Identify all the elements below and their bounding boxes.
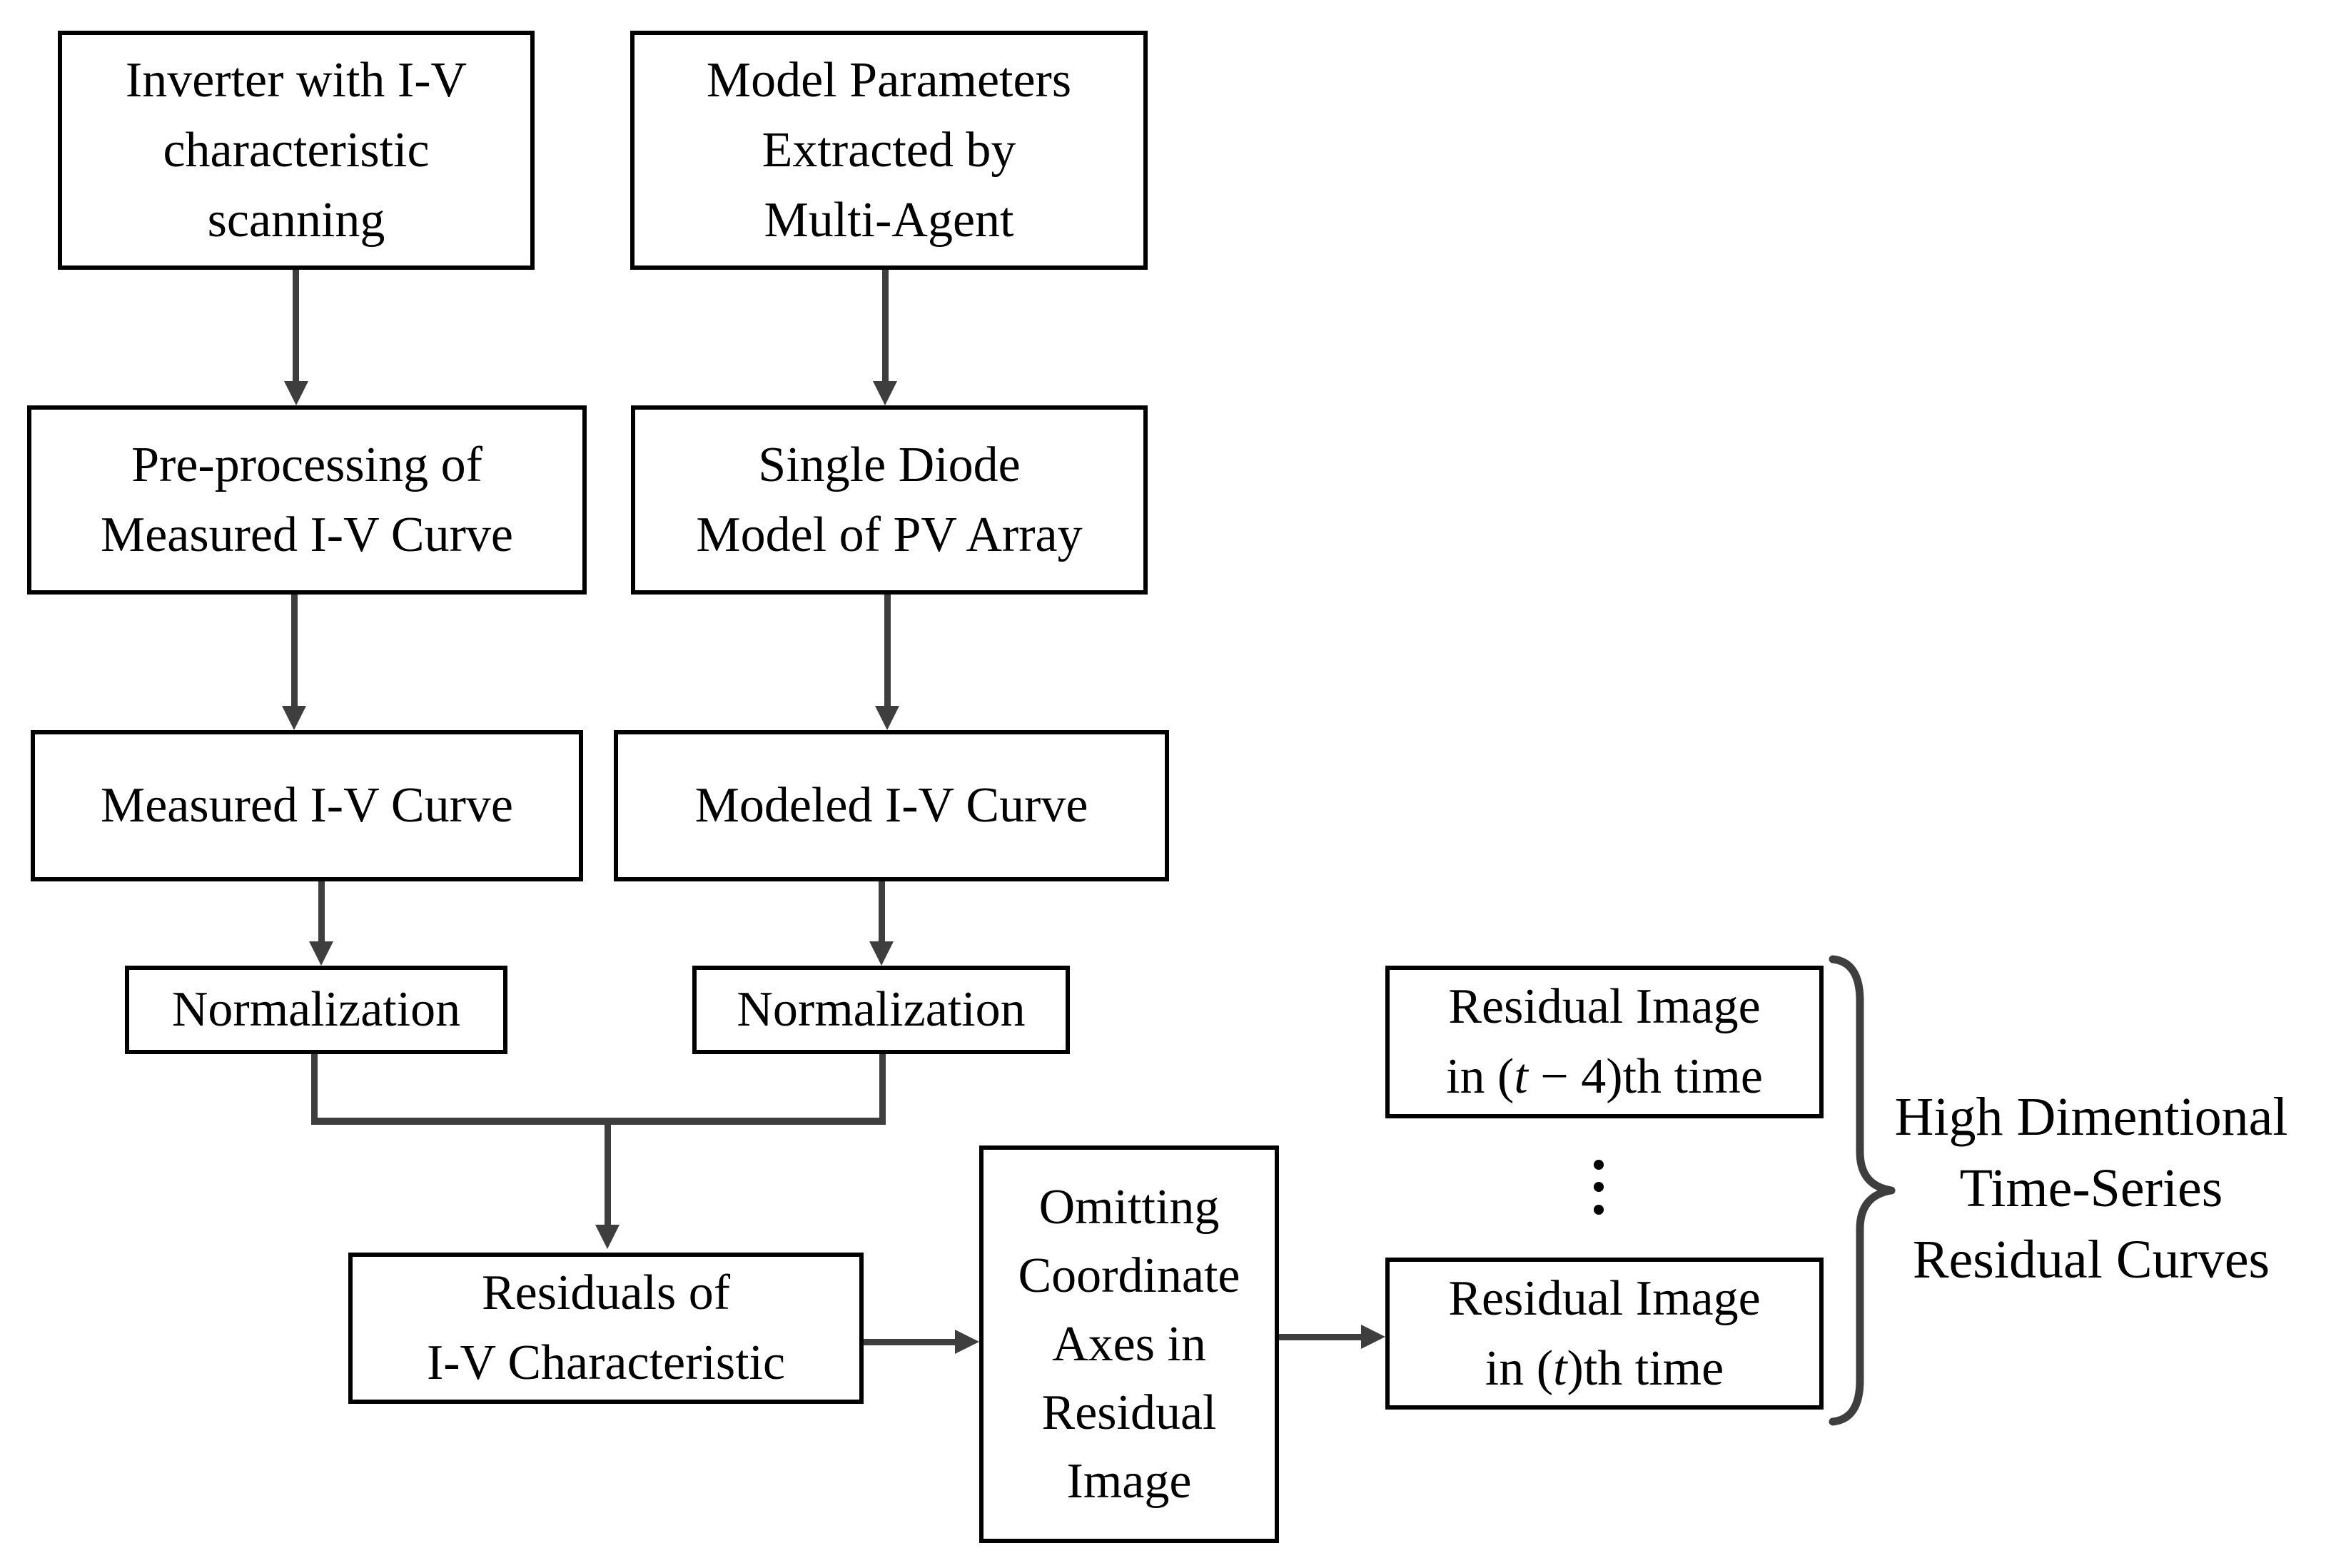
box-line: Residual bbox=[1041, 1385, 1217, 1440]
box-line: in (t)th time bbox=[1485, 1334, 1724, 1404]
box-line: Model Parameters bbox=[706, 52, 1072, 108]
arrow-diode-to-modeled-shaft bbox=[884, 595, 891, 707]
arrow-params-to-diode-shaft bbox=[882, 270, 889, 383]
merge-connector-horizontal bbox=[311, 1118, 886, 1125]
box-line: Residuals of bbox=[481, 1265, 731, 1320]
arrow-residuals-to-omitting-head bbox=[955, 1330, 979, 1354]
box-line: Measured I-V Curve bbox=[101, 778, 513, 833]
arrow-merge-to-residuals-head bbox=[595, 1225, 620, 1249]
box-residuals: Residuals of I-V Characteristic bbox=[348, 1253, 864, 1404]
box-line: Single Diode bbox=[758, 437, 1021, 492]
box-inverter-scanning: Inverter with I-V characteristic scannin… bbox=[58, 31, 535, 270]
time-variable: t bbox=[1514, 1049, 1528, 1104]
box-line: Pre-processing of bbox=[131, 437, 482, 492]
right-brace bbox=[1829, 955, 1896, 1426]
arrow-params-to-diode-head bbox=[873, 381, 897, 405]
box-model-parameters: Model Parameters Extracted by Multi-Agen… bbox=[630, 31, 1148, 270]
box-line: in (t − 4)th time bbox=[1446, 1042, 1763, 1112]
box-line: I-V Characteristic bbox=[426, 1335, 786, 1390]
box-line: Omitting bbox=[1038, 1179, 1220, 1235]
box-measured-curve: Measured I-V Curve bbox=[31, 730, 583, 881]
box-line: Image bbox=[1066, 1453, 1192, 1509]
box-single-diode: Single Diode Model of PV Array bbox=[631, 405, 1148, 595]
merge-connector-right-drop bbox=[879, 1054, 886, 1124]
box-line: Inverter with I-V bbox=[125, 52, 467, 108]
vertical-ellipsis-icon bbox=[1594, 1182, 1604, 1192]
merge-connector-left-drop bbox=[311, 1054, 318, 1124]
label-line: Residual Curves bbox=[1912, 1230, 2270, 1290]
box-normalization-left: Normalization bbox=[125, 966, 507, 1054]
arrow-merge-to-residuals-shaft bbox=[605, 1125, 611, 1226]
box-omitting-axes: Omitting Coordinate Axes in Residual Ima… bbox=[979, 1145, 1279, 1543]
formula-text: in ( bbox=[1446, 1049, 1515, 1104]
box-modeled-curve: Modeled I-V Curve bbox=[614, 730, 1169, 881]
time-variable: t bbox=[1553, 1340, 1567, 1396]
arrow-inverter-to-preprocessing-shaft bbox=[293, 270, 299, 383]
arrow-preprocessing-to-measured-head bbox=[282, 706, 306, 730]
label-line: Time-Series bbox=[1959, 1158, 2223, 1218]
formula-text: )th time bbox=[1567, 1340, 1724, 1396]
box-residual-image-t4: Residual Image in (t − 4)th time bbox=[1385, 966, 1824, 1118]
arrow-preprocessing-to-measured-shaft bbox=[291, 595, 298, 707]
box-line: Coordinate bbox=[1018, 1248, 1240, 1303]
box-normalization-right: Normalization bbox=[692, 966, 1070, 1054]
box-residual-image-t: Residual Image in (t)th time bbox=[1385, 1258, 1824, 1410]
box-line: Modeled I-V Curve bbox=[694, 778, 1088, 833]
arrow-measured-to-normalization-shaft bbox=[318, 881, 325, 943]
box-line: scanning bbox=[207, 192, 385, 248]
box-line: Measured I-V Curve bbox=[101, 507, 513, 562]
box-line: Residual Image bbox=[1448, 979, 1761, 1034]
box-line: characteristic bbox=[163, 122, 430, 178]
high-dimensional-label: High Dimentional Time-Series Residual Cu… bbox=[1856, 1081, 2327, 1295]
box-line: Normalization bbox=[171, 982, 461, 1037]
arrow-residuals-to-omitting-shaft bbox=[864, 1339, 956, 1345]
arrow-diode-to-modeled-head bbox=[875, 706, 899, 730]
arrow-omitting-to-residual-image-head bbox=[1361, 1325, 1385, 1349]
arrow-inverter-to-preprocessing-head bbox=[284, 381, 308, 405]
arrow-modeled-to-normalization-head bbox=[869, 941, 894, 966]
box-line: Axes in bbox=[1052, 1316, 1206, 1372]
vertical-ellipsis-icon bbox=[1594, 1160, 1604, 1170]
box-line: Extracted by bbox=[762, 122, 1016, 178]
arrow-modeled-to-normalization-shaft bbox=[879, 881, 885, 943]
arrow-measured-to-normalization-head bbox=[309, 941, 333, 966]
box-line: Residual Image bbox=[1448, 1270, 1761, 1326]
formula-text: − 4)th time bbox=[1527, 1049, 1763, 1104]
box-line: Model of PV Array bbox=[696, 507, 1083, 562]
arrow-omitting-to-residual-image-shaft bbox=[1279, 1334, 1362, 1340]
box-line: Normalization bbox=[737, 982, 1026, 1037]
box-preprocessing: Pre-processing of Measured I-V Curve bbox=[27, 405, 587, 595]
vertical-ellipsis-icon bbox=[1594, 1205, 1604, 1215]
box-line: Multi-Agent bbox=[764, 192, 1014, 248]
formula-text: in ( bbox=[1485, 1340, 1554, 1396]
label-line: High Dimentional bbox=[1894, 1087, 2288, 1147]
